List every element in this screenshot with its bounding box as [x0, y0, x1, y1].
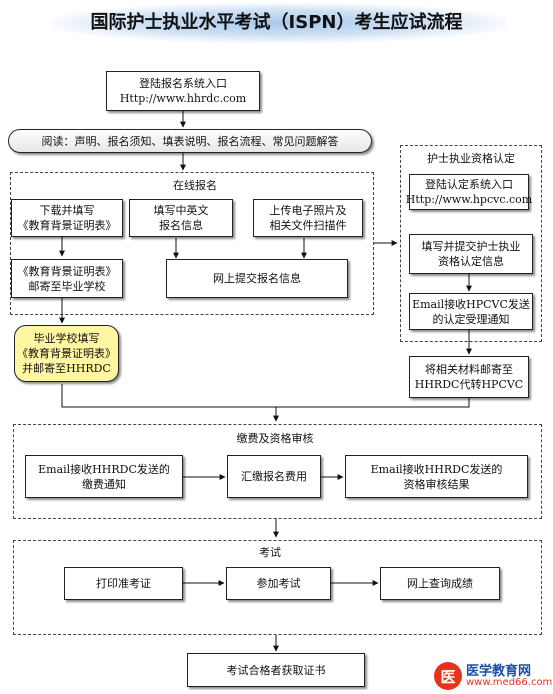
- get-certificate-box: 考试合格者获取证书: [187, 653, 365, 687]
- cert-login-text: 登陆认定系统入口: [425, 178, 513, 191]
- mail-form-line2: 邮寄至毕业学校: [28, 279, 106, 293]
- review-result-box: Email接收HHRDC发送的资格审核结果: [345, 455, 528, 498]
- fill-info-box: 填写中英文报名信息: [129, 199, 233, 237]
- attend-exam-text: 参加考试: [256, 577, 301, 590]
- page-title: 国际护士执业水平考试（ISPN）考生应试流程: [90, 12, 463, 33]
- payment-group-label: 缴费及资格审核: [236, 432, 314, 445]
- upload-files-line1: 上传电子照片及: [269, 204, 347, 217]
- online-registration-label: 在线报名: [173, 179, 217, 192]
- query-score-box: 网上查询成绩: [380, 567, 500, 600]
- logo-glyph: 医: [434, 662, 462, 690]
- exam-group: [13, 540, 542, 635]
- cert-fill-line1: 填写并提交护士执业: [421, 240, 521, 253]
- reading-box: 阅读：声明、报名须知、填表说明、报名流程、常见问题解答: [8, 129, 372, 153]
- review-result-line1: Email接收HHRDC发送的: [370, 462, 503, 476]
- cert-email-box: Email接收HPCVC发送的认定受理通知: [409, 293, 533, 330]
- submit-online-text: 网上提交报名信息: [213, 272, 301, 285]
- upload-files-box: 上传电子照片及相关文件扫描件: [253, 199, 363, 237]
- forward-materials-box: 将相关材料邮寄至 HHRDC代转HPCVC: [409, 356, 529, 398]
- pay-fee-box: 汇缴报名费用: [227, 455, 321, 498]
- download-form-line2: 《教育背景证明表》: [17, 219, 117, 232]
- cert-email-line2: 的认定受理通知: [432, 312, 510, 326]
- forward-materials-line2: HHRDC代转HPCVC: [414, 378, 524, 391]
- med66-logo: 医 医学教育网 www.med66.com: [434, 660, 553, 692]
- cert-group: [400, 145, 542, 342]
- school-mail-line3: 并邮寄至HHRDC: [22, 362, 111, 375]
- login-registration-box: 登陆报名系统入口 Http://www.hhrdc.com: [106, 71, 260, 111]
- mail-form-line1: 《教育背景证明表》: [17, 264, 117, 278]
- cert-fill-box: 填写并提交护士执业资格认定信息: [409, 234, 533, 274]
- payment-group: [13, 424, 542, 519]
- print-admission-text: 打印准考证: [96, 577, 151, 590]
- cert-login-box: 登陆认定系统入口 Http://www.hpcvc.com: [405, 174, 533, 210]
- cert-login-url: Http://www.hpcvc.com: [405, 193, 533, 206]
- query-score-text: 网上查询成绩: [407, 577, 473, 590]
- school-mail-line2: 《教育背景证明表》: [17, 347, 116, 360]
- reading-text: 阅读：声明、报名须知、填表说明、报名流程、常见问题解答: [41, 134, 339, 148]
- fill-info-line1: 填写中英文: [153, 204, 209, 217]
- payment-notice-line1: Email接收HHRDC发送的: [38, 462, 170, 476]
- title-background: [52, 3, 507, 43]
- school-mail-line1: 毕业学校填写: [33, 332, 100, 345]
- payment-notice-box: Email接收HHRDC发送的缴费通知: [25, 455, 183, 498]
- cert-group-label: 护士执业资格认定: [427, 152, 515, 165]
- upload-files-line2: 相关文件扫描件: [269, 219, 347, 232]
- print-admission-box: 打印准考证: [64, 567, 183, 600]
- submit-online-box: 网上提交报名信息: [166, 259, 348, 298]
- logo-name: 医学教育网: [466, 664, 532, 679]
- forward-materials-line1: 将相关材料邮寄至: [424, 363, 513, 376]
- online-registration-group: [10, 172, 374, 315]
- login-registration-text: 登陆报名系统入口: [139, 77, 227, 90]
- download-form-box: 下载并填写《教育背景证明表》: [11, 199, 123, 237]
- cert-email-line1: Email接收HPCVC发送: [412, 297, 530, 311]
- payment-notice-line2: 缴费通知: [81, 477, 126, 491]
- fill-info-line2: 报名信息: [159, 219, 203, 232]
- review-result-line2: 资格审核结果: [403, 477, 470, 491]
- pay-fee-text: 汇缴报名费用: [241, 470, 307, 483]
- login-registration-url: Http://www.hhrdc.com: [119, 92, 247, 105]
- get-certificate-text: 考试合格者获取证书: [226, 663, 326, 677]
- download-form-line1: 下载并填写: [39, 204, 95, 217]
- cert-fill-line2: 资格认定信息: [438, 255, 504, 268]
- exam-group-label: 考试: [259, 546, 281, 559]
- mail-form-box: 《教育背景证明表》邮寄至毕业学校: [11, 259, 123, 298]
- logo-url: www.med66.com: [466, 677, 553, 688]
- school-mail-box: 毕业学校填写《教育背景证明表》并邮寄至HHRDC: [14, 325, 119, 382]
- attend-exam-box: 参加考试: [226, 567, 331, 600]
